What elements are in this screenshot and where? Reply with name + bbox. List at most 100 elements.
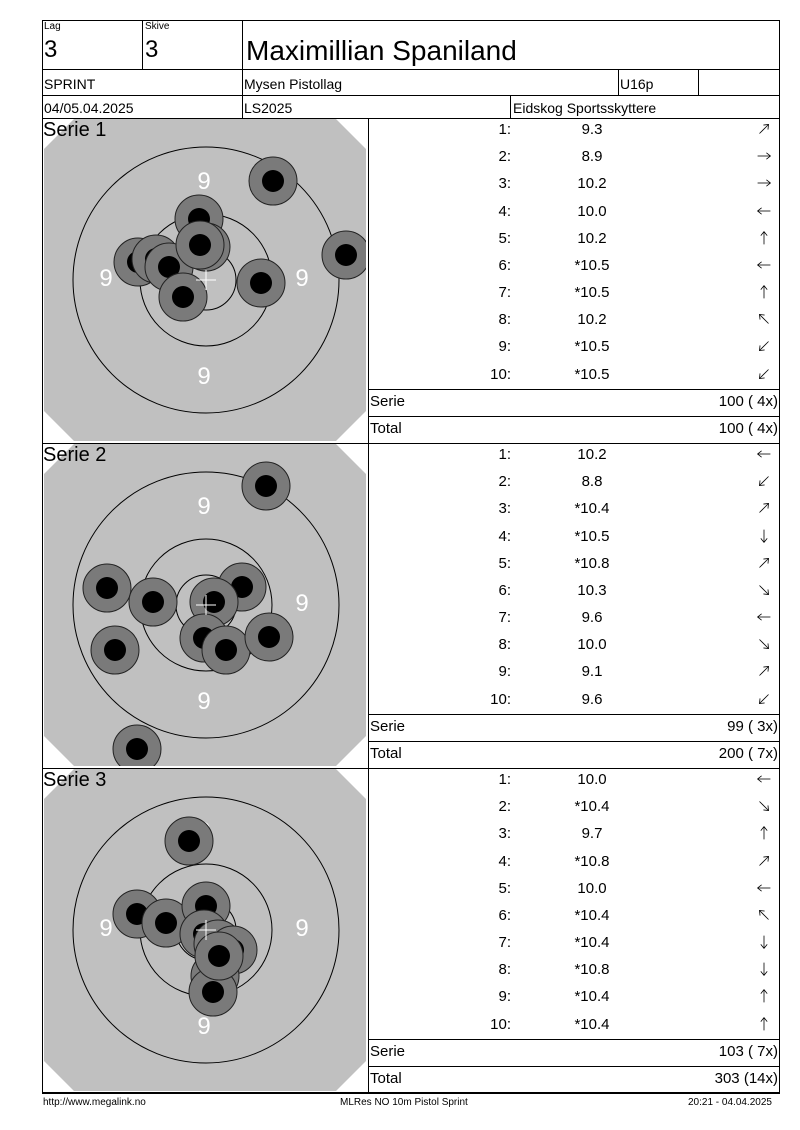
- date: 04/05.04.2025: [44, 100, 134, 116]
- direction-arrow-icon: [756, 884, 771, 892]
- shot-row: 8:*10.8: [368, 961, 780, 981]
- shot-number: 2:: [498, 798, 511, 815]
- serie-label: Serie: [370, 1043, 406, 1060]
- shot-value: 10.0: [577, 203, 607, 220]
- direction-arrow-icon: [757, 179, 772, 187]
- ring-number: 9: [197, 168, 210, 195]
- shot-row: 7:9.6: [368, 609, 780, 629]
- shot-value: *10.4: [574, 1016, 610, 1033]
- club-name: Mysen Pistollag: [244, 76, 343, 92]
- shot-number: 9:: [498, 988, 511, 1005]
- shot-value: 10.2: [577, 446, 607, 463]
- competition-type: SPRINT: [44, 76, 96, 92]
- serie-label: Serie: [370, 718, 406, 735]
- shot-number: 4:: [498, 203, 511, 220]
- ring-number: 9: [197, 688, 210, 715]
- direction-arrow-icon: [759, 369, 769, 379]
- shot-value: 10.2: [577, 175, 607, 192]
- shot-row: 6:*10.5: [368, 257, 780, 277]
- serie-title: Serie 3: [43, 769, 107, 791]
- shot-value: *10.5: [574, 257, 610, 274]
- ring-number: 9: [197, 493, 210, 520]
- shot-number: 3:: [498, 500, 511, 517]
- direction-arrow-icon: [759, 341, 769, 351]
- direction-arrow-icon: [760, 529, 768, 544]
- shot-hole: [128, 577, 178, 627]
- shot-hole: [82, 563, 132, 613]
- serie-score: 100 ( 4x): [718, 393, 778, 410]
- shot-row: 5: *10.8: [368, 555, 780, 575]
- serie-row-line: [368, 389, 780, 390]
- shot-row: 9:*10.5: [368, 338, 780, 358]
- shot-hole: [248, 156, 298, 206]
- direction-arrow-icon: [759, 694, 769, 704]
- ring-outer: [72, 146, 340, 414]
- ring-outer: [72, 796, 340, 1064]
- direction-arrow-icon: [759, 585, 769, 595]
- total-label: Total: [370, 745, 402, 762]
- total-row-line: [368, 741, 780, 742]
- shot-number: 5:: [498, 555, 511, 572]
- total-label: Total: [370, 1070, 402, 1087]
- direction-arrow-icon: [756, 261, 771, 269]
- shot-row: 10:*10.5: [368, 366, 780, 386]
- direction-arrow-icon: [759, 666, 769, 676]
- shot-row: 10:9.6: [368, 691, 780, 711]
- total-score: 100 ( 4x): [718, 420, 778, 437]
- serie-label: Serie: [370, 393, 406, 410]
- shot-row: 3:10.2: [368, 175, 780, 195]
- shot-row: 9:9.1: [368, 663, 780, 683]
- direction-arrow-icon: [756, 613, 771, 621]
- shot-number: 7:: [498, 609, 511, 626]
- shot-number: 9:: [498, 338, 511, 355]
- shot-value: 10.2: [577, 311, 607, 328]
- shot-number: 4:: [498, 853, 511, 870]
- shot-number: 8:: [498, 636, 511, 653]
- shot-value: *10.8: [574, 555, 610, 572]
- direction-arrow-icon: [759, 476, 769, 486]
- shot-row: 6:*10.4: [368, 907, 780, 927]
- shot-hole: [90, 625, 140, 675]
- shot-hole: [112, 724, 162, 766]
- serie-score: 99 ( 3x): [727, 718, 778, 735]
- shot-hole: [244, 612, 294, 662]
- direction-arrow-icon: [757, 152, 772, 160]
- ring-number: 9: [99, 265, 112, 292]
- shot-hole: [175, 220, 225, 270]
- shot-row: 9: *10.4: [368, 988, 780, 1008]
- serie-row-line: [368, 1039, 780, 1040]
- shot-value: *10.4: [574, 907, 610, 924]
- series-column-divider: [368, 443, 369, 768]
- lag-label: Lag: [44, 21, 61, 32]
- ring-number: 9: [197, 1013, 210, 1040]
- shot-number: 10:: [490, 691, 511, 708]
- footer-software: MLRes NO 10m Pistol Sprint: [340, 1097, 468, 1108]
- ring-number: 9: [197, 363, 210, 390]
- shot-number: 6:: [498, 582, 511, 599]
- shot-value: *10.8: [574, 853, 610, 870]
- shot-number: 5:: [498, 230, 511, 247]
- serie-title: Serie 2: [43, 444, 107, 466]
- direction-arrow-icon: [756, 450, 771, 458]
- shot-value: 9.3: [581, 121, 603, 138]
- direction-arrow-icon: [760, 230, 768, 245]
- shot-hole: [158, 272, 208, 322]
- shot-value: *10.5: [574, 366, 610, 383]
- shot-value: 8.9: [581, 148, 603, 165]
- shot-row: 8:10.0: [368, 636, 780, 656]
- shot-number: 1:: [498, 771, 511, 788]
- serie-score: 103 ( 7x): [718, 1043, 778, 1060]
- shot-value: 10.2: [577, 230, 607, 247]
- direction-arrow-icon: [759, 314, 769, 324]
- shot-row: 6:10.3: [368, 582, 780, 602]
- shot-value: *10.8: [574, 961, 610, 978]
- direction-arrow-icon: [759, 503, 769, 513]
- direction-arrow-icon: [760, 962, 768, 977]
- shot-value: *10.4: [574, 988, 610, 1005]
- shot-hole: [164, 816, 214, 866]
- serie-title: Serie 1: [43, 119, 107, 141]
- skive-value: 3: [145, 36, 159, 63]
- direction-arrow-icon: [759, 856, 769, 866]
- shot-value: *10.4: [574, 934, 610, 951]
- skive-label: Skive: [145, 21, 170, 32]
